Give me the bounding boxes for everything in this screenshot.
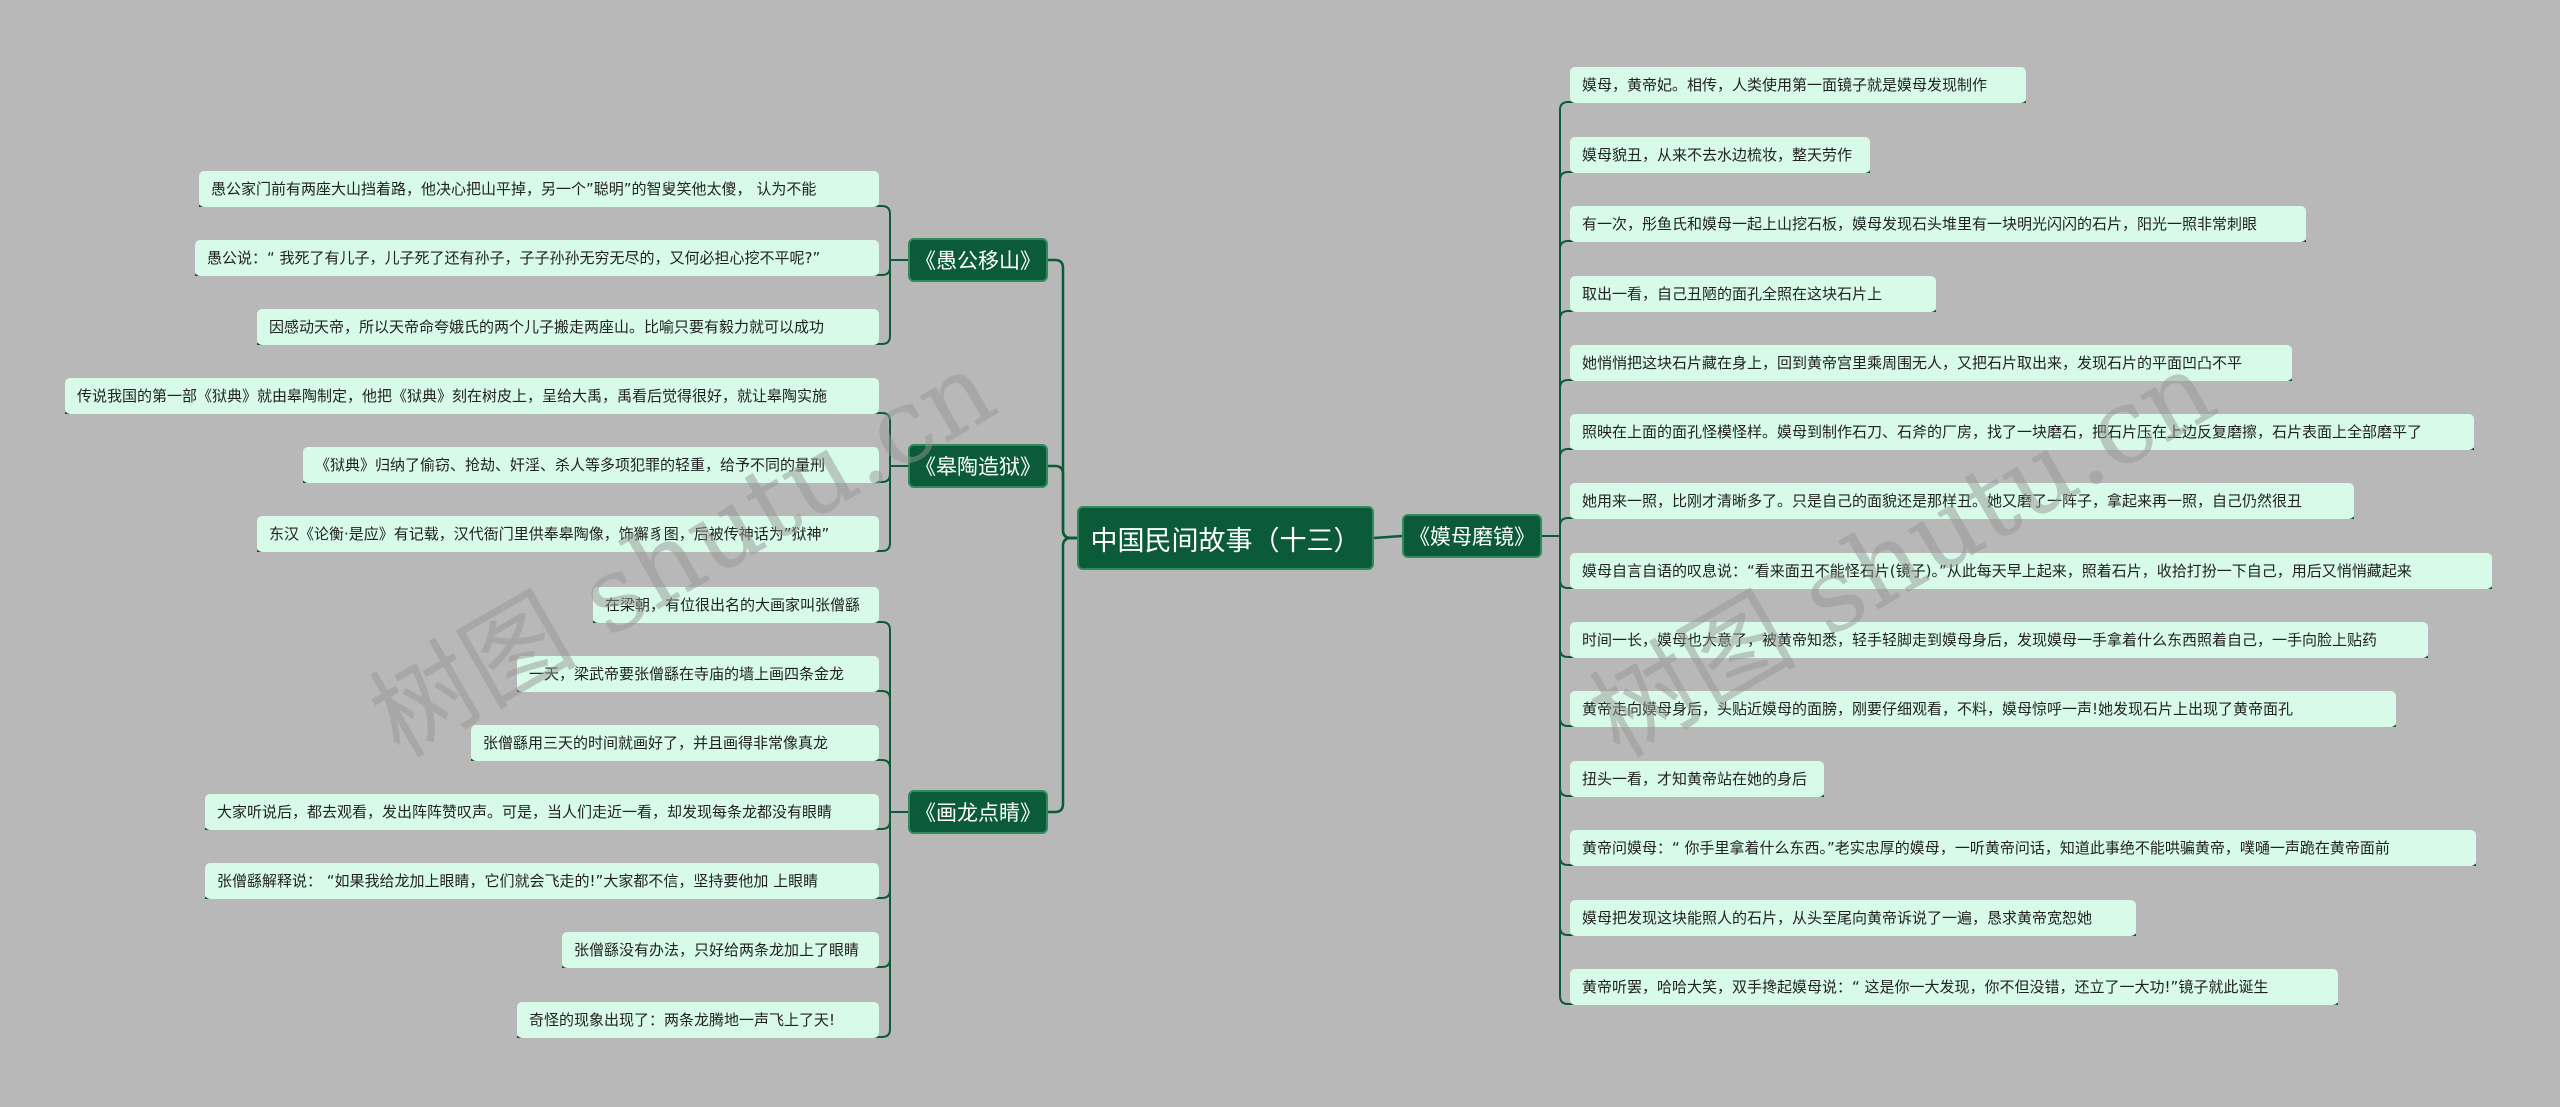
branch-yugong[interactable]: 《愚公移山》	[908, 238, 1048, 282]
link-momu-14	[1542, 535, 2338, 1005]
link-hualong-3	[471, 759, 908, 813]
link-momu-4	[1542, 310, 1936, 537]
link-gaotao-3	[257, 465, 908, 552]
link-hualong-1	[593, 621, 908, 813]
leaf-momu-11[interactable]: 扭头一看，才知黄帝站在她的身后	[1570, 761, 1824, 797]
link-momu-13	[1542, 535, 2136, 936]
leaf-yugong-3[interactable]: 因感动天帝，所以天帝命夸娥氏的两个儿子搬走两座山。比喻只要有毅力就可以成功	[257, 309, 879, 345]
leaf-momu-6[interactable]: 照映在上面的面孔怪模怪样。嫫母到制作石刀、石斧的厂房，找了一块磨石，把石片压在上…	[1570, 414, 2474, 450]
leaf-momu-8[interactable]: 嫫母自言自语的叹息说：“看来面丑不能怪石片(镜子)。”从此每天早上起来，照着石片…	[1570, 553, 2492, 589]
link-gaotao-1	[65, 412, 908, 467]
leaf-hualong-1[interactable]: 在梁朝，有位很出名的大画家叫张僧繇	[593, 587, 879, 623]
leaf-hualong-4[interactable]: 大家听说后，都去观看，发出阵阵赞叹声。可是，当人们走近一看，却发现每条龙都没有眼…	[205, 794, 879, 830]
leaf-momu-10[interactable]: 黄帝走向嫫母身后，头贴近嫫母的面膀，刚要仔细观看，不料，嫫母惊呼一声!她发现石片…	[1570, 691, 2396, 727]
link-hualong-2	[517, 690, 908, 813]
link-root-momu	[1373, 534, 1403, 540]
leaf-hualong-6[interactable]: 张僧繇没有办法，只好给两条龙加上了眼睛	[562, 932, 879, 968]
leaf-momu-2[interactable]: 嫫母貌丑，从来不去水边梳妆，整天劳作	[1570, 137, 1870, 173]
leaf-yugong-1[interactable]: 愚公家门前有两座大山挡着路，他决心把山平掉，另一个”聪明”的智叟笑他太傻， 认为…	[199, 171, 879, 207]
link-momu-1	[1542, 101, 2026, 537]
link-momu-6	[1542, 448, 2474, 537]
leaf-momu-4[interactable]: 取出一看，自己丑陋的面孔全照在这块石片上	[1570, 276, 1936, 312]
link-momu-5	[1542, 379, 2292, 537]
leaf-hualong-7[interactable]: 奇怪的现象出现了：两条龙腾地一声飞上了天!	[517, 1002, 879, 1038]
leaf-gaotao-2[interactable]: 《狱典》归纳了偷窃、抢劫、奸淫、杀人等多项犯罪的轻重，给予不同的量刑	[303, 447, 879, 483]
leaf-momu-9[interactable]: 时间一长，嫫母也大意了，被黄帝知悉，轻手轻脚走到嫫母身后，发现嫫母一手拿着什么东…	[1570, 622, 2428, 658]
leaf-momu-14[interactable]: 黄帝听罢，哈哈大笑，双手搀起嫫母说：“ 这是你一大发现，你不但没错，还立了一大功…	[1570, 969, 2338, 1005]
leaf-momu-5[interactable]: 她悄悄把这块石片藏在身上，回到黄帝宫里乘周围无人，又把石片取出来，发现石片的平面…	[1570, 345, 2292, 381]
leaf-momu-3[interactable]: 有一次，彤鱼氏和嫫母一起上山挖石板，嫫母发现石头堆里有一块明光闪闪的石片，阳光一…	[1570, 206, 2306, 242]
leaf-hualong-3[interactable]: 张僧繇用三天的时间就画好了，并且画得非常像真龙	[471, 725, 879, 761]
leaf-yugong-2[interactable]: 愚公说：“ 我死了有儿子，儿子死了还有孙子，子子孙孙无穷无尽的，又何必担心挖不平…	[195, 240, 879, 276]
branch-momu[interactable]: 《嫫母磨镜》	[1402, 514, 1542, 558]
leaf-momu-7[interactable]: 她用来一照，比刚才清晰多了。只是自己的面貌还是那样丑。她又磨了一阵子，拿起来再一…	[1570, 483, 2354, 519]
link-momu-2	[1542, 171, 1870, 537]
leaf-momu-13[interactable]: 嫫母把发现这块能照人的石片，从头至尾向黄帝诉说了一遍，恳求黄帝宽恕她	[1570, 900, 2136, 936]
link-root-hualong	[1048, 536, 1077, 814]
link-yugong-1	[199, 205, 908, 261]
root-node[interactable]: 中国民间故事（十三）	[1077, 506, 1374, 570]
leaf-momu-12[interactable]: 黄帝问嫫母：“ 你手里拿着什么东西。”老实忠厚的嫫母，一听黄帝问话，知道此事绝不…	[1570, 830, 2476, 866]
link-root-gaotao	[1048, 464, 1077, 540]
leaf-momu-1[interactable]: 嫫母，黄帝妃。相传，人类使用第一面镜子就是嫫母发现制作	[1570, 67, 2026, 103]
leaf-hualong-5[interactable]: 张僧繇解释说： “如果我给龙加上眼睛，它们就会飞走的!”大家都不信，坚持要他加 …	[205, 863, 879, 899]
branch-hualong[interactable]: 《画龙点睛》	[908, 790, 1048, 834]
branch-gaotao[interactable]: 《皋陶造狱》	[908, 444, 1048, 488]
link-yugong-3	[257, 259, 908, 345]
link-momu-3	[1542, 240, 2306, 537]
link-hualong-7	[517, 811, 908, 1038]
leaf-gaotao-1[interactable]: 传说我国的第一部《狱典》就由皋陶制定，他把《狱典》刻在树皮上，呈给大禹，禹看后觉…	[65, 378, 879, 414]
link-momu-7	[1542, 517, 2354, 537]
leaf-hualong-2[interactable]: 一天，梁武帝要张僧繇在寺庙的墙上画四条金龙	[517, 656, 879, 692]
leaf-gaotao-3[interactable]: 东汉《论衡·是应》有记载，汉代衙门里供奉皋陶像，饰獬豸图，后被传神话为”狱神”	[257, 516, 879, 552]
